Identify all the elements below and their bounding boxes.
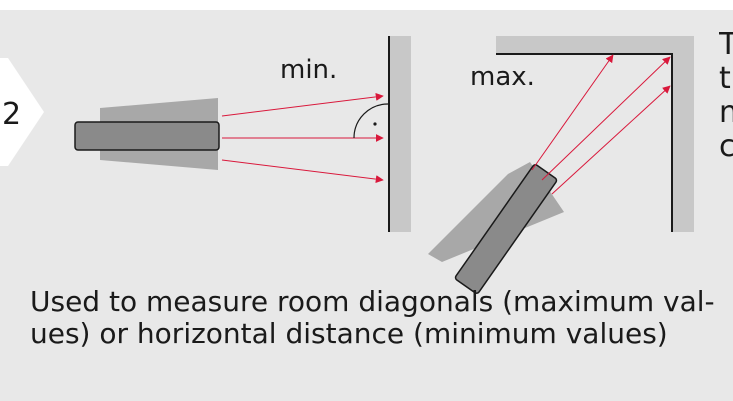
min-wall [389, 36, 411, 232]
step-tab-shape [0, 58, 44, 166]
side-text-line: n [719, 95, 733, 130]
min-label: min. [280, 55, 338, 85]
side-text-line: T [719, 28, 733, 62]
side-text-cropped: T t n c [719, 28, 733, 164]
max-beam-3 [551, 85, 671, 195]
caption-line-1: Used to measure room diagonals (maximum … [30, 285, 715, 318]
content-panel [0, 10, 733, 401]
max-beam-2 [541, 56, 671, 181]
right-angle-arc [353, 103, 389, 139]
side-text-line: t [719, 61, 731, 96]
max-wall-top [496, 36, 694, 54]
min-device [74, 121, 220, 151]
max-beam-1 [531, 54, 614, 171]
max-wall-right [672, 36, 694, 232]
max-device [454, 164, 558, 294]
caption-line-2: ues) or horizontal distance (minimum val… [30, 317, 668, 350]
right-angle-dot [373, 122, 377, 126]
max-wall-edge [496, 53, 673, 232]
min-beam-down [221, 159, 384, 184]
caption: Used to measure room diagonals (maximum … [30, 286, 720, 350]
max-label: max. [470, 62, 535, 92]
side-text-line: c [719, 129, 733, 164]
step-number: 2 [2, 97, 22, 132]
min-beam-up [221, 92, 384, 117]
